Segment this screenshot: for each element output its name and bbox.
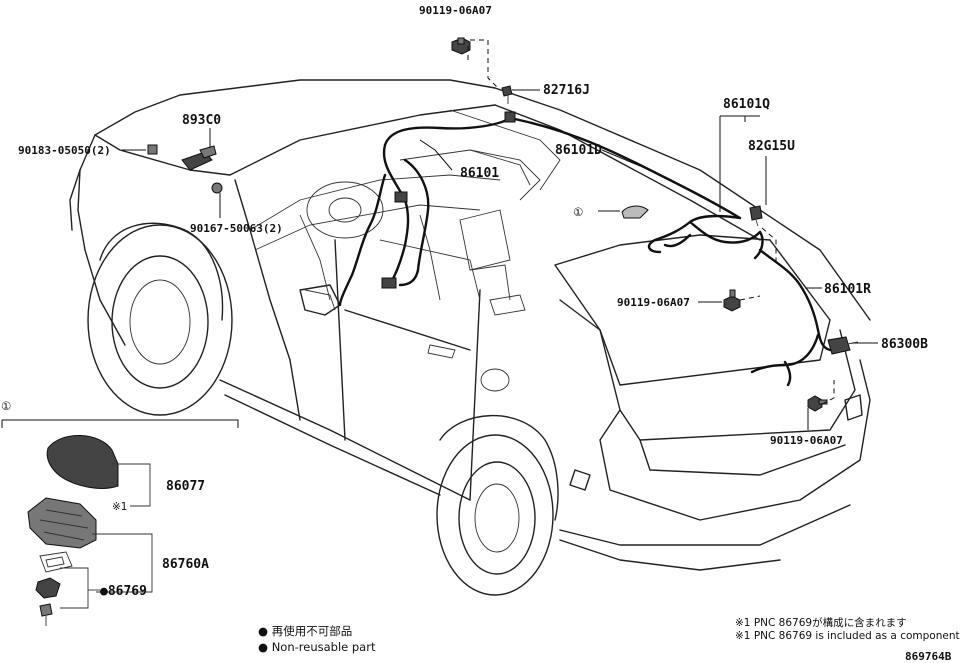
- label-86760a: 86760A: [162, 557, 209, 572]
- label-90167: 90167-50063(2): [190, 222, 283, 235]
- figure-id: 869764B: [905, 650, 952, 663]
- legend-en: ● Non-reusable part: [258, 640, 376, 654]
- legend-jp: ● 再使用不可部品: [258, 624, 352, 638]
- roof-antenna-icon: [621, 205, 649, 219]
- note-en: ※1 PNC 86769 is included as a component: [735, 630, 960, 642]
- callout-1: ①: [573, 205, 583, 219]
- wire-harness: [338, 116, 832, 387]
- part-82g15u-icon: [749, 205, 763, 227]
- label-note-mark: ※1: [112, 501, 127, 513]
- label-82716j: 82716J: [543, 83, 590, 98]
- label-86077: 86077: [166, 479, 205, 494]
- car-body-outline: [69, 79, 871, 596]
- bolt-top-icon: [451, 37, 471, 55]
- part-86300b-icon: [827, 336, 859, 355]
- label-90183: 90183-05050(2): [18, 144, 111, 157]
- interior-outline: [249, 109, 561, 316]
- bolt-lower-icon: [807, 395, 828, 412]
- leader-lines: [122, 39, 878, 430]
- label-bolt-lower: 90119-06A07: [770, 434, 843, 447]
- label-86101q: 86101Q: [723, 97, 770, 112]
- bolt-mid-icon: [723, 289, 741, 312]
- label-86101d: 86101D: [555, 143, 602, 158]
- label-86101r: 86101R: [824, 282, 871, 297]
- antenna-inset: [1, 419, 239, 626]
- legend-block: ● 再使用不可部品 ● Non-reusable part: [258, 624, 376, 654]
- label-bolt-top: 90119-06A07: [419, 4, 492, 17]
- label-893c0: 893C0: [182, 113, 221, 128]
- label-86300b: 86300B: [881, 337, 928, 352]
- clip-90167-icon: [211, 182, 223, 194]
- label-86101: 86101: [460, 166, 499, 181]
- parts-shapes: [147, 37, 859, 412]
- label-bolt-mid: 90119-06A07: [617, 296, 690, 309]
- screw-90183-icon: [147, 144, 158, 155]
- part-893c0-icon: [181, 145, 217, 171]
- callout-1-inset: ①: [1, 399, 11, 413]
- connector-icon: [381, 111, 516, 289]
- label-86769: ●86769: [100, 584, 147, 599]
- part-labels: 90119-06A07 82716J 893C0 90183-05050(2) …: [1, 4, 928, 599]
- note-jp: ※1 PNC 86769が構成に含まれます: [735, 616, 907, 629]
- notes-block: ※1 PNC 86769が構成に含まれます ※1 PNC 86769 is in…: [735, 616, 960, 642]
- label-82g15u: 82G15U: [748, 139, 795, 154]
- clamp-82716j-icon: [501, 85, 513, 104]
